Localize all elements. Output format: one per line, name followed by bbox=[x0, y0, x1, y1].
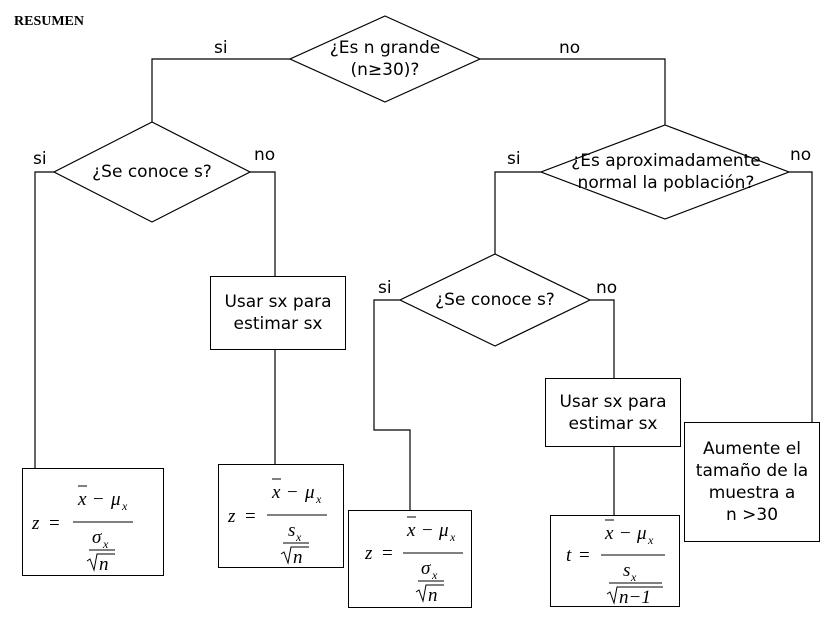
formula-box-z-sigma-2: z = x − μ x σ x n bbox=[348, 510, 472, 608]
line-left-yes bbox=[34, 171, 54, 468]
decision-normal-text: ¿Es aproximadamente normal la población? bbox=[556, 150, 776, 194]
increase-sample-line3: muestra a bbox=[708, 483, 796, 503]
estimate-left-line1: Usar sx para bbox=[224, 292, 332, 312]
decision-sigma-right-text: ¿Se conoce s? bbox=[435, 290, 555, 310]
decision-normal-line1: ¿Es aproximadamente bbox=[571, 151, 761, 171]
increase-sample-line4: n >30 bbox=[725, 505, 779, 525]
num-x: x bbox=[406, 520, 416, 541]
line-normal-yes bbox=[494, 171, 541, 254]
estimate-right-line2: estimar sx bbox=[568, 413, 658, 434]
label-normal-no: no bbox=[790, 145, 812, 165]
lhs: z bbox=[364, 543, 373, 564]
label-sigma-right-no: no bbox=[596, 278, 618, 298]
num-mu: μ bbox=[636, 523, 647, 544]
num-x: x bbox=[604, 523, 614, 544]
label-n-large-yes: si bbox=[214, 38, 228, 58]
den-top: s bbox=[288, 520, 295, 541]
svg-text:=: = bbox=[245, 506, 256, 527]
page-title: RESUMEN bbox=[14, 14, 85, 29]
formula-box-z-s: z = x − μ x s x n bbox=[218, 464, 344, 568]
process-estimate-right: Usar sx para estimar sx bbox=[545, 378, 681, 447]
decision-n-large-line2: (n≥30)? bbox=[350, 60, 420, 80]
diamond-sigma-left bbox=[52, 121, 252, 223]
lhs: z bbox=[31, 513, 40, 534]
diamond-sigma-right bbox=[398, 253, 592, 347]
decision-sigma-left-text: ¿Se conoce s? bbox=[92, 162, 212, 182]
num-mu: μ bbox=[304, 482, 315, 503]
process-increase-sample: Aumente el tamaño de la muestra a n >30 bbox=[684, 422, 820, 542]
line-normal-no bbox=[789, 171, 813, 422]
num-sub: x bbox=[315, 492, 322, 506]
svg-text:−: − bbox=[93, 489, 104, 510]
decision-normal-line2: normal la población? bbox=[577, 173, 755, 193]
den-top: σ bbox=[421, 558, 431, 579]
formula-box-t-s: t = x − μ x s x n−1 bbox=[550, 515, 680, 608]
num-mu: μ bbox=[438, 520, 449, 541]
svg-text:−: − bbox=[620, 523, 631, 544]
num-mu: μ bbox=[110, 489, 121, 510]
formula-box-z-sigma-1: z = x − μ x σ x n bbox=[22, 468, 164, 576]
svg-text:−: − bbox=[422, 520, 433, 541]
label-sigma-right-yes: si bbox=[378, 278, 392, 298]
line-left-no bbox=[250, 171, 276, 276]
lhs: t bbox=[566, 545, 572, 566]
num-sub: x bbox=[449, 530, 456, 544]
line-top-no bbox=[480, 58, 666, 125]
svg-text:=: = bbox=[382, 543, 393, 564]
den-root: n bbox=[293, 547, 303, 568]
label-n-large-no: no bbox=[559, 38, 581, 58]
decision-n-large-line1: ¿Es n grande bbox=[329, 38, 441, 58]
den-root: n−1 bbox=[619, 587, 651, 608]
increase-sample-line2: tamaño de la bbox=[695, 461, 809, 481]
line-right-yes bbox=[373, 299, 411, 510]
diamond-n-large bbox=[288, 15, 482, 103]
den-top-sub: x bbox=[431, 568, 438, 582]
lhs: z bbox=[227, 506, 236, 527]
svg-text:=: = bbox=[49, 513, 60, 534]
svg-text:=: = bbox=[579, 545, 590, 566]
svg-text:−: − bbox=[287, 482, 298, 503]
estimate-right-line1: Usar sx para bbox=[559, 391, 667, 412]
den-top-sub: x bbox=[630, 570, 637, 584]
den-top: s bbox=[623, 560, 630, 581]
increase-sample-line1: Aumente el bbox=[703, 439, 801, 459]
line-right-no bbox=[590, 299, 615, 378]
process-estimate-left: Usar sx para estimar sx bbox=[210, 276, 346, 350]
diamond-normal bbox=[539, 124, 791, 220]
label-sigma-left-yes: si bbox=[33, 149, 47, 169]
num-sub: x bbox=[647, 533, 654, 547]
num-x: x bbox=[271, 482, 281, 503]
den-root: n bbox=[428, 585, 438, 606]
den-top-sub: x bbox=[295, 530, 302, 544]
decision-n-large-text: ¿Es n grande (n≥30)? bbox=[290, 37, 480, 81]
den-top-sub: x bbox=[102, 537, 109, 551]
label-sigma-left-no: no bbox=[254, 145, 276, 165]
den-root: n bbox=[99, 554, 109, 575]
line-top-yes bbox=[151, 58, 290, 122]
num-x: x bbox=[77, 489, 87, 510]
label-normal-yes: si bbox=[507, 149, 521, 169]
den-top: σ bbox=[92, 527, 102, 548]
estimate-left-line2: estimar sx bbox=[233, 314, 323, 334]
num-sub: x bbox=[121, 499, 128, 513]
